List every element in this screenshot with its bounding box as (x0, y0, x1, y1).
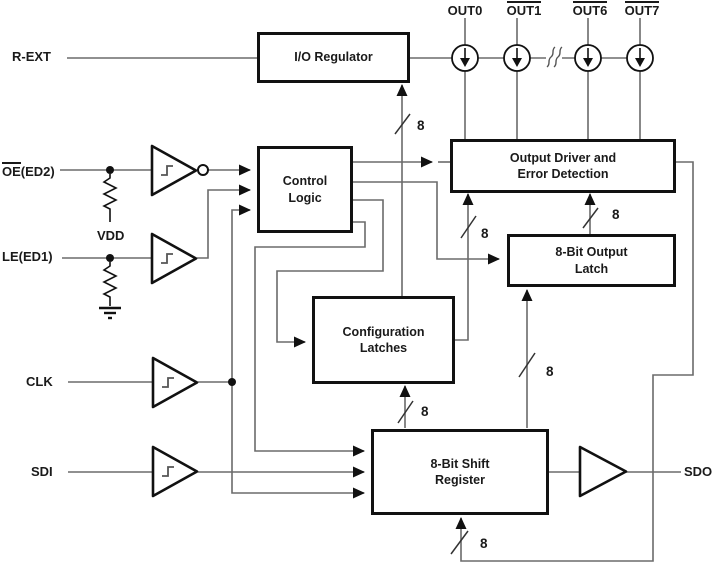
bus-width-label-shift-config: 8 (421, 404, 429, 419)
clk-schmitt-trigger-icon (151, 356, 199, 409)
output-latch-block: 8-Bit Output Latch (507, 234, 676, 287)
ground-icon (99, 306, 121, 320)
pin-label-sdi: SDI (31, 464, 53, 479)
bus-width-label-io-regulator: 8 (417, 118, 425, 133)
junction-dots (106, 166, 236, 386)
junction-dot (106, 166, 114, 174)
pin-label-out0: OUT0 (447, 3, 483, 18)
bus-slash (394, 113, 411, 135)
sdi-schmitt-trigger-icon (151, 445, 199, 498)
le-pulldown-resistor-icon (102, 262, 118, 306)
oe-overline: OE (2, 162, 21, 179)
pin-label-sdo: SDO (684, 464, 713, 479)
inverter-bubble-icon (197, 164, 209, 176)
control-logic-block: Control Logic (257, 146, 353, 233)
output-driver-block: Output Driver and Error Detection (450, 139, 676, 193)
wires (60, 18, 694, 562)
bus-slash (397, 400, 414, 424)
bus-width-label-config-driver: 8 (481, 226, 489, 241)
bus-slash (518, 352, 536, 378)
bus-slash (582, 207, 599, 229)
bus-slash (460, 215, 477, 239)
pin-label-out6: OUT6 (572, 1, 608, 18)
sdo-buffer-icon (578, 445, 628, 498)
bus-slash (450, 530, 469, 555)
bus-width-label-error-feedback: 8 (480, 536, 488, 551)
le-schmitt-trigger-icon (150, 232, 198, 285)
pin-label-oe: OE(ED2) (2, 162, 55, 179)
pin-label-le: LE(ED1) (2, 249, 53, 264)
junction-dot (106, 254, 114, 262)
junction-dot (228, 378, 236, 386)
bus-width-label-latch-driver: 8 (612, 207, 620, 222)
input-buffer-icons (150, 144, 628, 498)
bus-width-label-shift-latch: 8 (546, 364, 554, 379)
pin-label-out1: OUT1 (506, 1, 542, 18)
passives (99, 174, 121, 320)
oe-pullup-resistor-icon (102, 174, 118, 222)
rail-break-icon (546, 46, 563, 68)
current-source-icon (626, 44, 654, 72)
configuration-latches-block: Configuration Latches (312, 296, 455, 384)
bus-slash-marks (394, 113, 599, 555)
current-source-icons (451, 44, 654, 72)
current-source-icon (574, 44, 602, 72)
current-source-icon (451, 44, 479, 72)
shift-register-block: 8-Bit Shift Register (371, 429, 549, 515)
vdd-label: VDD (97, 228, 125, 243)
pin-label-clk: CLK (26, 374, 53, 389)
pin-label-rext: R-EXT (12, 49, 51, 64)
io-regulator-block: I/O Regulator (257, 32, 410, 83)
pin-label-out7: OUT7 (624, 1, 660, 18)
oe-schmitt-trigger-icon (150, 144, 198, 197)
current-source-icon (503, 44, 531, 72)
